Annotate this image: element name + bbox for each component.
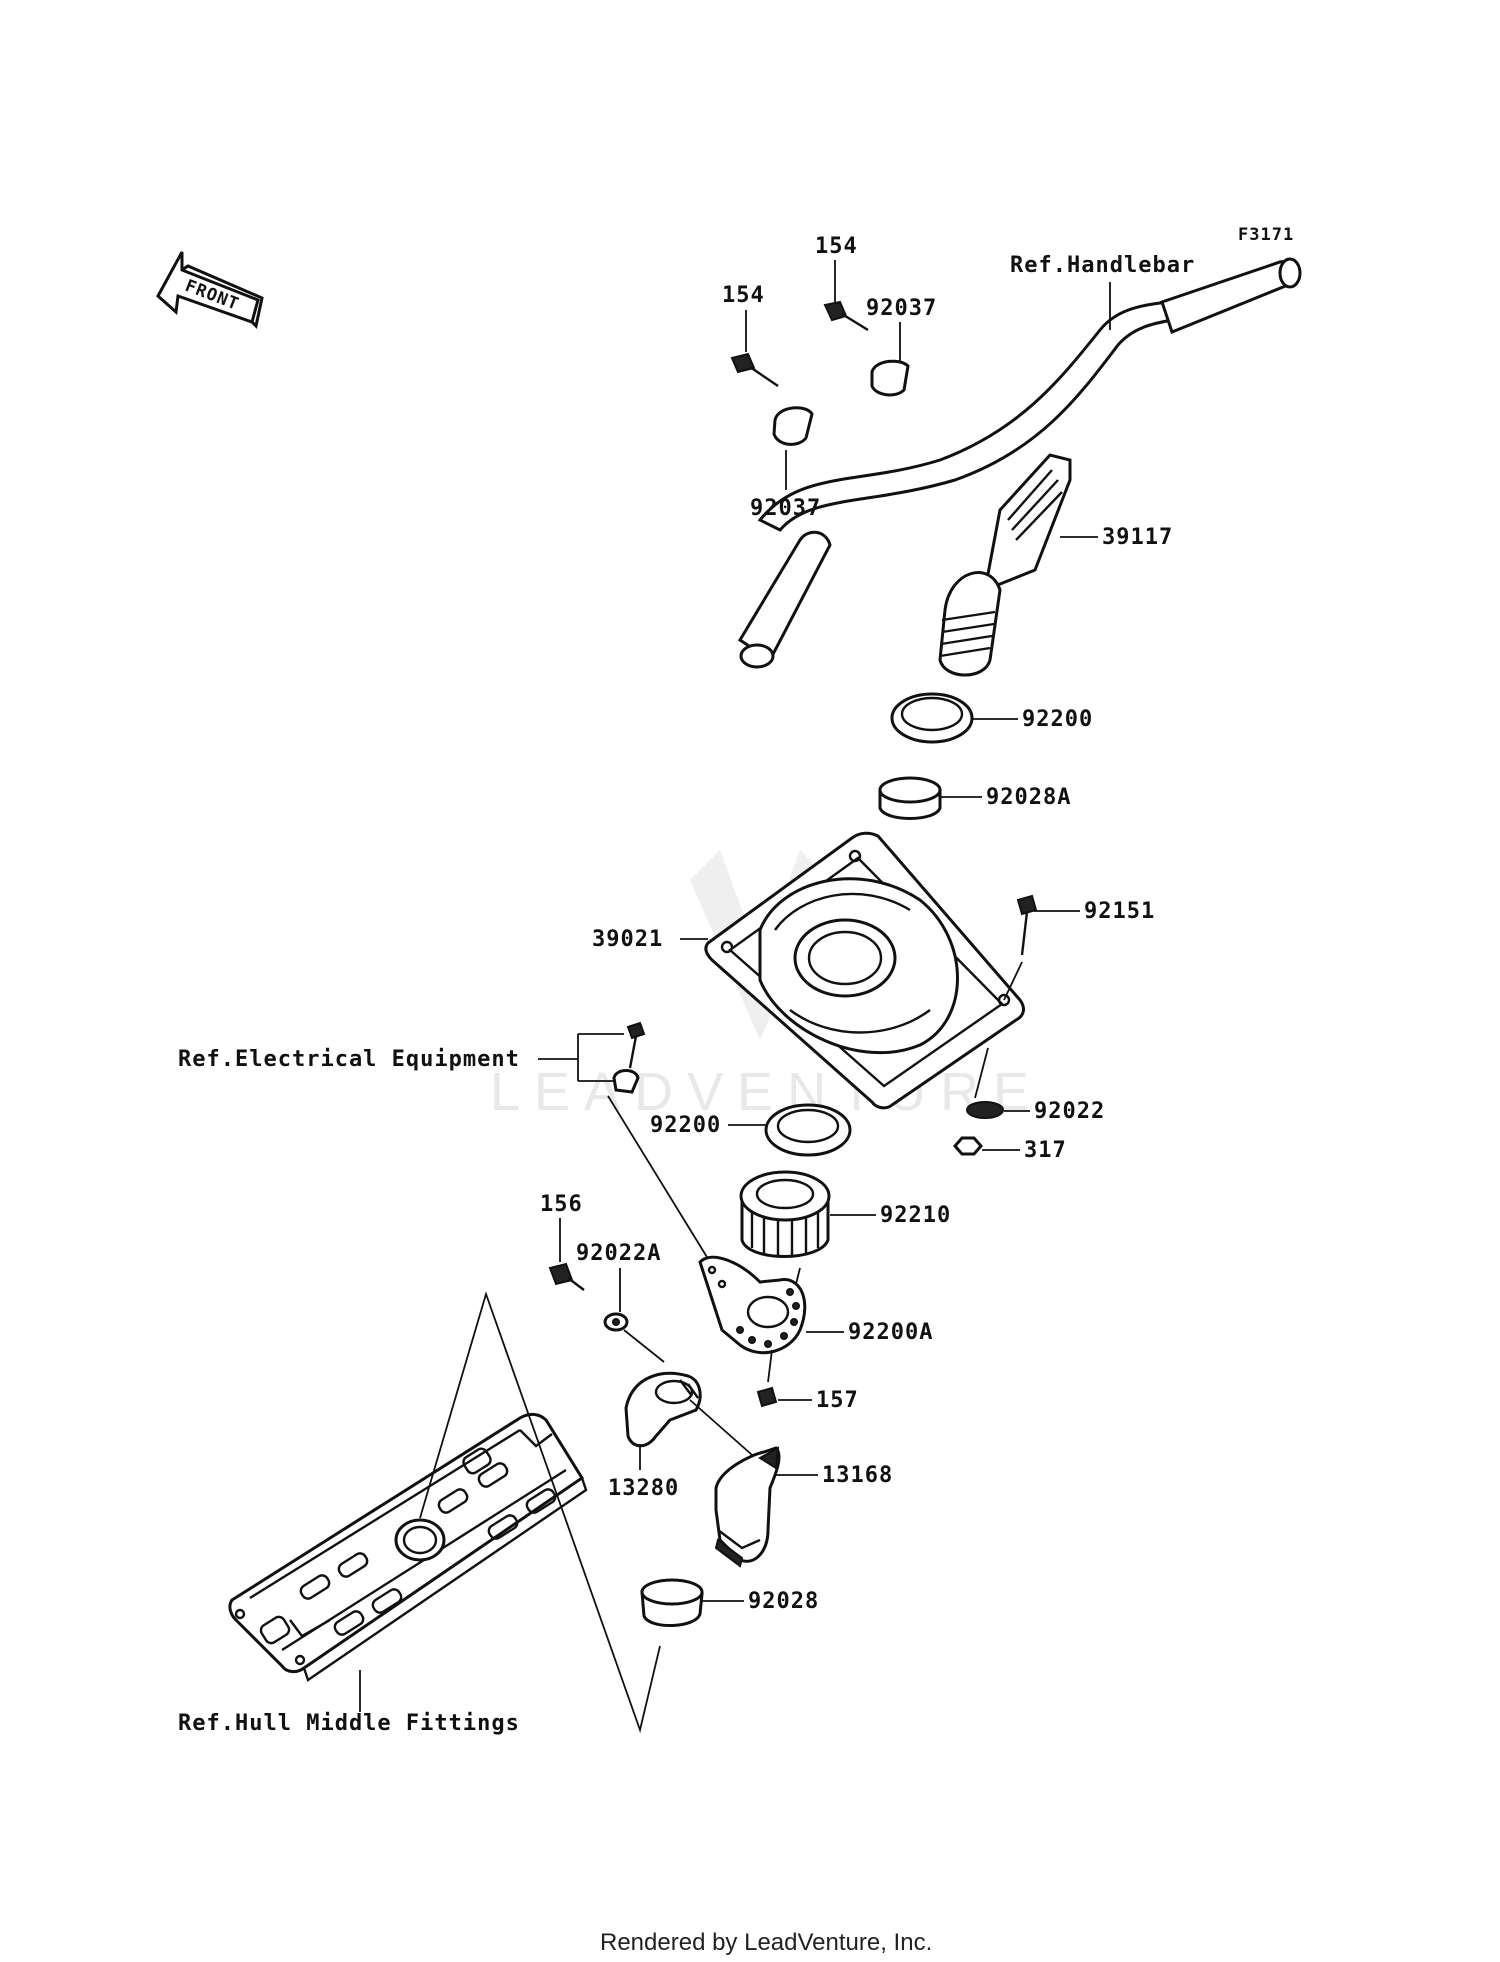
label-92200a: 92200A	[848, 1320, 933, 1345]
footer-credit: Rendered by LeadVenture, Inc.	[600, 1929, 932, 1956]
nut-92210	[739, 1170, 831, 1258]
screw-157	[756, 1386, 778, 1408]
leader-hull-to-bushing	[419, 1291, 661, 1734]
ref-handlebar: Ref.Handlebar	[1010, 253, 1195, 278]
label-92037-left: 92037	[750, 496, 821, 521]
label-39117: 39117	[1102, 525, 1173, 550]
label-92210: 92210	[880, 1203, 951, 1228]
cam-13280	[624, 1371, 702, 1448]
label-13168: 13168	[822, 1463, 893, 1488]
handlebar-shape	[737, 257, 1302, 669]
clamp-92037-top	[870, 359, 910, 397]
label-317: 317	[1024, 1138, 1067, 1163]
leader-92151-to-hole	[1003, 961, 1023, 1001]
bolt-154-left	[730, 352, 779, 387]
washer-92022	[966, 1101, 1004, 1119]
ring-92200-top	[890, 692, 974, 744]
label-92028a: 92028A	[986, 785, 1071, 810]
bushing-92028	[640, 1578, 704, 1628]
leader-157-up	[767, 1349, 773, 1383]
washer-92022a	[603, 1312, 629, 1332]
label-92037-top: 92037	[866, 296, 937, 321]
label-39021: 39021	[592, 927, 663, 952]
leader-13280-to-13168	[689, 1399, 761, 1463]
bolt-92151	[1016, 894, 1038, 956]
part-39117-shape	[938, 453, 1072, 677]
bushing-92028a	[878, 776, 942, 820]
label-154-top: 154	[815, 234, 858, 259]
label-13280: 13280	[608, 1476, 679, 1501]
hull-fittings-tray	[228, 1412, 588, 1682]
ring-92200-middle	[764, 1103, 852, 1157]
bolt-154-top	[823, 300, 869, 332]
ref-electrical: Ref.Electrical Equipment	[178, 1047, 520, 1072]
nut-317	[953, 1136, 983, 1156]
leader-92022-to-plate	[974, 1047, 989, 1099]
clamp-92037-left	[772, 406, 814, 446]
watermark-text: LEADVENTURE	[490, 1062, 1043, 1122]
label-157: 157	[816, 1388, 859, 1413]
label-92022a: 92022A	[576, 1241, 661, 1266]
label-92200-middle: 92200	[650, 1113, 721, 1138]
label-92022: 92022	[1034, 1099, 1105, 1124]
leader-92022a-to-cam	[623, 1329, 665, 1363]
leader-electrical-to-plate	[607, 1095, 711, 1263]
label-156: 156	[540, 1192, 583, 1217]
electrical-clip	[612, 1021, 646, 1094]
front-arrow-icon: FRONT	[156, 251, 264, 330]
diagram-code: F3171	[1238, 225, 1294, 245]
label-154-left: 154	[722, 283, 765, 308]
label-92151: 92151	[1084, 899, 1155, 924]
boot-plate-39021	[704, 831, 1025, 1110]
lever-13168	[714, 1446, 781, 1568]
label-92028: 92028	[748, 1589, 819, 1614]
label-92200-top: 92200	[1022, 707, 1093, 732]
ref-hull: Ref.Hull Middle Fittings	[178, 1711, 520, 1736]
bolt-156	[548, 1262, 585, 1291]
plate-92200a	[698, 1255, 807, 1355]
